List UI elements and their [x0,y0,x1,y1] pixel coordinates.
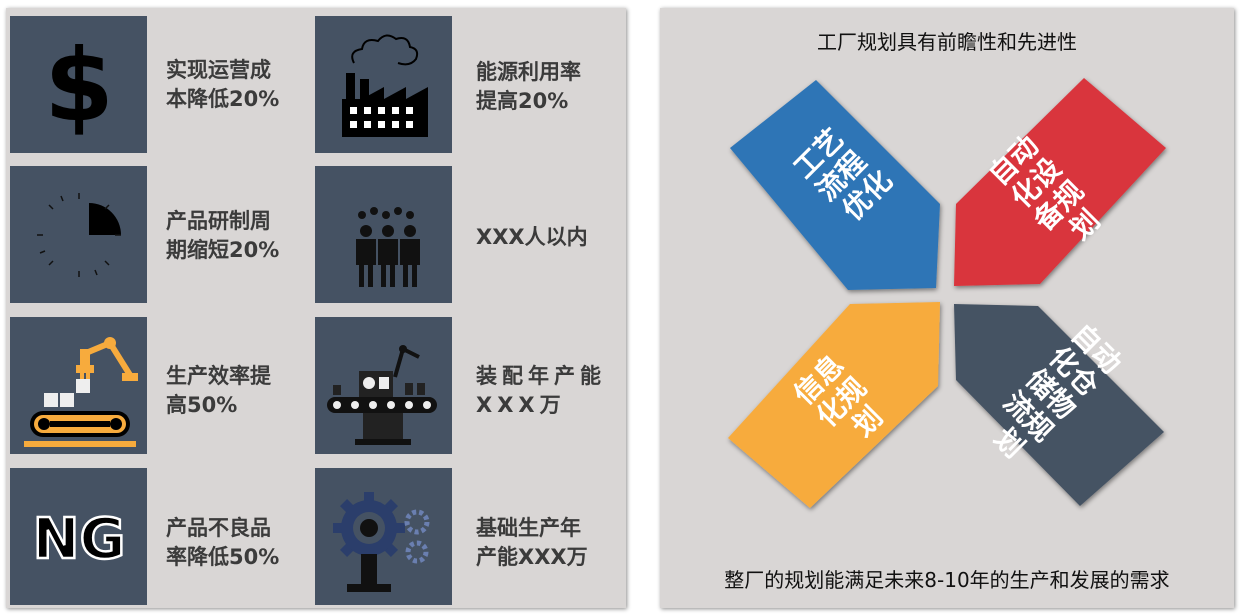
metric-label: 装配年产能 XXX万 [476,364,606,417]
diagram-footer: 整厂的规划能满足未来8-10年的生产和发展的需求 [724,568,1170,592]
metric-label: 实现运营成 本降低20% [166,58,280,111]
tile-process-shape [730,80,940,290]
factory-icon [315,16,452,153]
metric-label: 产品不良品 率降低50% [166,516,280,569]
tile-information-shape [728,302,940,508]
dollar-icon: $ [10,16,147,153]
metric-label: XXX人以内 [476,225,588,249]
metric-label: 基础生产年 产能XXX万 [476,516,588,569]
svg-text:$: $ [44,27,114,144]
tile-warehouse: 自动 化仓 储物 流规 划 [954,304,1164,506]
metric-label: 生产效率提 高50% [166,364,271,417]
tile-process: 工艺 流程 优化 [730,80,940,290]
tile-equipment-label: 自动 化设 备规 划 [981,122,1119,260]
svg-text:NG: NG [32,507,125,572]
assembly-machine-icon [315,317,452,454]
robot-arm-icon [10,317,147,454]
planning-diagram: 工艺 流程 优化 自动 化设 备规 划 信息 化规 划 [728,78,1166,508]
metric-label: 能源利用率 提高20% [476,60,581,113]
clock-icon [10,166,147,303]
gears-icon [315,468,452,605]
tile-warehouse-shape [954,304,1164,506]
planning-diagram-panel: 工厂规划具有前瞻性和先进性 工艺 流程 优化 自动 化设 备规 划 [660,8,1234,608]
workers-icon [315,166,452,303]
diagram-title: 工厂规划具有前瞻性和先进性 [817,30,1077,54]
metric-label: 产品研制周 期缩短20% [166,209,280,262]
metrics-panel: $ 实现运营成 本降低20% 能源利用率 提高20% [6,8,626,608]
tile-equipment: 自动 化设 备规 划 [954,78,1166,286]
tile-information: 信息 化规 划 [728,302,940,508]
ng-icon: NG [10,468,147,605]
tile-equipment-shape [954,78,1166,286]
